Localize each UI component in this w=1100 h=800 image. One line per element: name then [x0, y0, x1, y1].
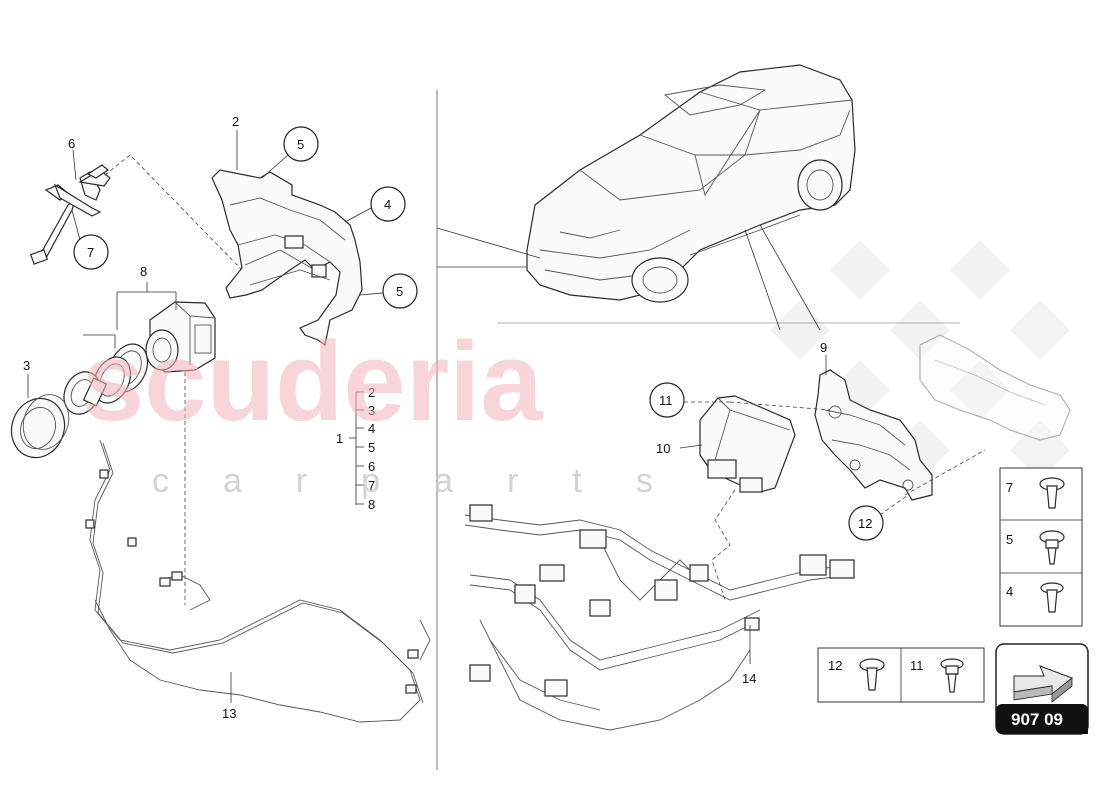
bracket-9-part: [814, 369, 933, 501]
callout-3: 3: [23, 358, 30, 373]
watermark-sub: carparts: [152, 462, 707, 500]
leader-5-top: [261, 154, 289, 179]
group-label: 1: [336, 431, 343, 446]
callout-5-bottom: 5: [396, 284, 403, 299]
leader-7: [71, 209, 81, 241]
leader-car-bracket: [759, 224, 821, 331]
callout-5-top: 5: [297, 137, 304, 152]
leader-8: [116, 282, 177, 330]
callout-8: 8: [140, 264, 147, 279]
leader-car-sensor: [436, 227, 541, 259]
sensor-holder-part: [63, 371, 108, 415]
fastener-legend-right: [999, 467, 1083, 627]
callout-12: 12: [858, 516, 872, 531]
callout-14: 14: [742, 671, 756, 686]
bracket-reference-faded: [919, 334, 1071, 441]
leader-10: [679, 444, 703, 449]
leader-5-bottom: [359, 292, 384, 296]
callout-circle-11: [649, 382, 685, 418]
group-item-7: 7: [368, 478, 375, 493]
radar-sensor-part: [145, 301, 216, 373]
legend-bottom-11: 11: [910, 658, 924, 673]
callout-11: 11: [659, 393, 673, 408]
legend-bottom-12: 12: [828, 658, 842, 673]
callout-13: 13: [222, 706, 236, 721]
watermark-main: scuderia: [82, 319, 543, 444]
group-item-6: 6: [368, 459, 375, 474]
legend-right-7: 7: [1006, 480, 1013, 495]
leader-12: [879, 494, 909, 516]
callout-2-top: 2: [232, 114, 239, 129]
group-item-8: 8: [368, 497, 375, 512]
page-badge: [995, 643, 1089, 735]
wiring-harness-right: [464, 504, 855, 731]
callout-4: 4: [384, 197, 391, 212]
fastener-legend-bottom: [817, 647, 985, 703]
callout-circle-12: [848, 505, 884, 541]
group-item-5: 5: [368, 440, 375, 455]
dashed-bracket-right: [904, 449, 986, 496]
group-list: [349, 391, 364, 505]
group-item-3: 3: [368, 403, 375, 418]
callout-circle-5-top: [283, 126, 319, 162]
page-number: 907 09: [1011, 710, 1063, 729]
control-unit-part: [699, 395, 796, 493]
callout-7: 7: [87, 245, 94, 260]
dashed-unit-to-harness: [711, 489, 736, 601]
callout-10: 10: [656, 441, 670, 456]
leader-4: [344, 207, 372, 223]
group-item-4: 4: [368, 421, 375, 436]
wiring-harness-left: [85, 439, 431, 723]
leader-6: [72, 149, 77, 181]
legend-right-5: 5: [1006, 532, 1013, 547]
car-illustration: [526, 64, 856, 303]
group-item-2: 2: [368, 385, 375, 400]
legend-right-4: 4: [1006, 584, 1013, 599]
sensor-arm-part: [29, 164, 111, 265]
bezel-part: [10, 394, 70, 459]
leader-car-unit: [744, 229, 781, 331]
callout-circle-7: [73, 234, 109, 270]
callout-circle-4: [370, 186, 406, 222]
dashed-unit-to-bracket: [729, 401, 831, 411]
callout-6: 6: [68, 136, 75, 151]
bracket-part: [211, 169, 363, 347]
callout-9: 9: [820, 340, 827, 355]
leader-8-b: [83, 334, 116, 348]
callout-circle-5-bottom: [382, 273, 418, 309]
